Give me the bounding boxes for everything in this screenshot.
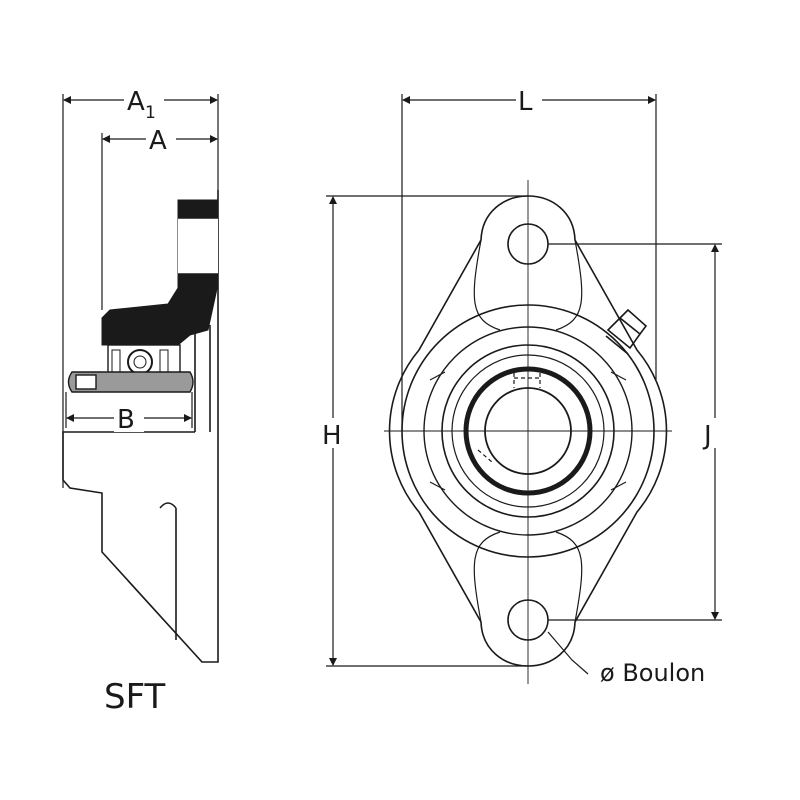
dim-b-label: B (117, 405, 135, 435)
model-label: SFT (104, 677, 166, 717)
side-housing-outline (62, 190, 219, 663)
side-ball (127, 349, 153, 375)
dim-a1-subscript: 1 (145, 103, 156, 123)
dim-a-label: A (149, 126, 167, 156)
grease-fitting (605, 308, 648, 355)
side-view (62, 94, 219, 663)
bolt-leader (547, 631, 589, 675)
side-inner-ring (67, 371, 194, 393)
side-set-screw (75, 374, 97, 390)
dim-l-label: L (518, 87, 533, 117)
front-view (326, 94, 722, 684)
dim-a1-label: A (127, 87, 145, 117)
dim-h-label: H (322, 421, 342, 451)
bolt-label: ø Boulon (600, 659, 705, 687)
dim-j-label: J (702, 421, 712, 451)
